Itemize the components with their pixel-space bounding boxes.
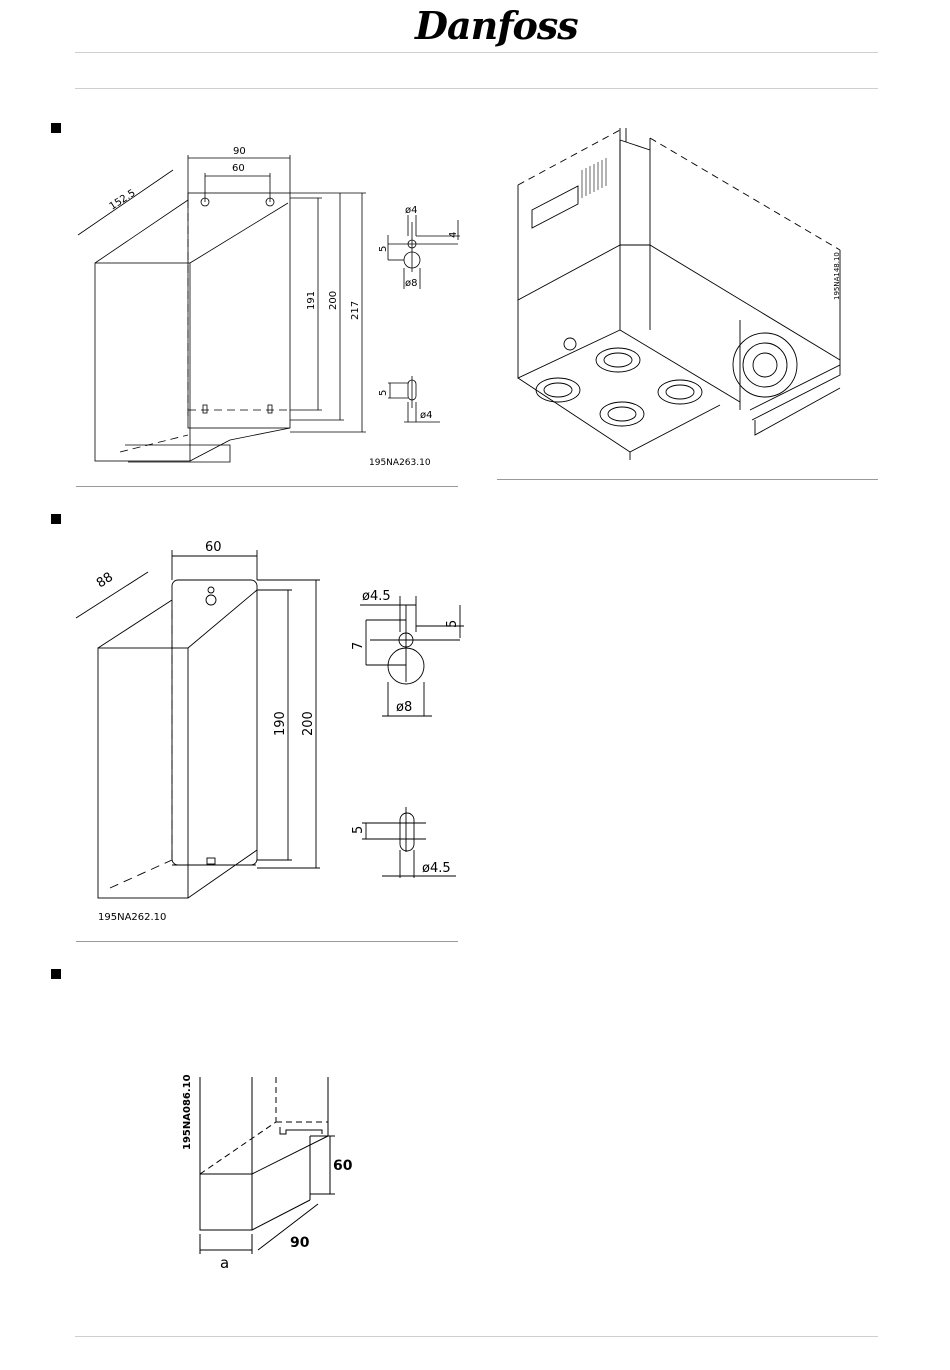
fig1-rule (76, 486, 458, 487)
fig3-hole-bottom-height: 5 (351, 826, 366, 834)
fig1-hole-height: 5 (378, 246, 389, 252)
fig3-hole-offset: 5 (445, 620, 460, 628)
fig1-dim-191: 191 (306, 291, 317, 310)
fig1-dim-60: 60 (232, 163, 245, 174)
figure1-drawing: 90 60 152.5 191 200 217 ø4 ø8 4 5 5 ø4 (70, 140, 490, 480)
fig1-hole-bottom-height: 5 (378, 390, 389, 396)
section-bullet-3 (51, 969, 61, 979)
fig3-hole-d-big: ø8 (396, 700, 412, 715)
fig1-hole-d-small: ø4 (405, 205, 417, 216)
fig1-dim-200: 200 (328, 291, 339, 310)
fig1-code: 195NA263.10 (369, 458, 431, 468)
footer-rule (75, 1336, 878, 1337)
section-bullet-2 (51, 514, 61, 524)
header-rule-bottom (75, 88, 878, 89)
section-bullet-1 (51, 123, 61, 133)
fig3-dim-88: 88 (94, 570, 116, 592)
fig2-code: 195NA148.10 (833, 252, 841, 300)
fig1-dim-217: 217 (350, 301, 361, 320)
fig3-rule (76, 941, 458, 942)
danfoss-logo: Danfoss (415, 4, 578, 48)
fig4-code: 195NA086.10 (182, 1074, 193, 1150)
fig4-dim-90: 90 (290, 1235, 310, 1251)
fig3-code: 195NA262.10 (98, 912, 166, 923)
fig3-dim-60: 60 (205, 540, 222, 555)
fig4-dim-60: 60 (333, 1158, 353, 1174)
fig1-dim-90: 90 (233, 146, 246, 157)
fig3-dim-200: 200 (301, 711, 316, 736)
figure2-drawing (510, 120, 870, 460)
fig1-dim-152-5: 152.5 (108, 188, 138, 213)
fig1-hole-bottom-d: ø4 (420, 410, 432, 421)
fig3-hole-bottom-d: ø4.5 (422, 861, 451, 876)
fig3-hole-d-small: ø4.5 (362, 589, 391, 604)
fig1-hole-offset: 4 (448, 232, 459, 238)
fig3-dim-190: 190 (273, 711, 288, 736)
fig1-hole-d-big: ø8 (405, 278, 417, 289)
fig3-hole-height: 7 (351, 642, 366, 650)
header-rule-top (75, 52, 878, 53)
fig4-dim-a: a (220, 1254, 229, 1272)
figure4-drawing: 60 90 a (180, 1072, 380, 1272)
figure3-drawing: 60 88 190 200 ø4.5 ø8 5 7 5 ø4.5 (60, 530, 480, 910)
fig2-rule (497, 479, 878, 480)
